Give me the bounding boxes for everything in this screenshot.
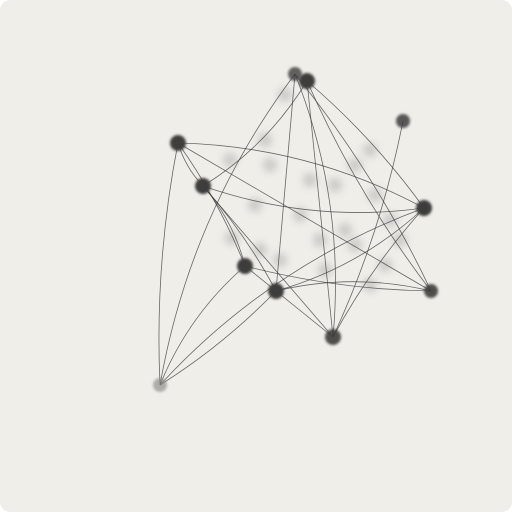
ghost-node: [313, 233, 327, 247]
ghost-node: [328, 178, 342, 192]
ghost-layer: [223, 88, 407, 292]
edge-n1-n8: [306, 80, 432, 292]
edge-n6-n9: [244, 265, 334, 338]
edge-n2-n4: [177, 142, 425, 209]
graph-node-n2: [170, 135, 186, 151]
graph-node-n3: [195, 178, 211, 194]
ghost-node: [383, 213, 397, 227]
ghost-node: [253, 243, 267, 257]
edge-n6-n10: [159, 265, 246, 386]
graph-node-n5: [396, 114, 410, 128]
edge-n1-n9: [306, 80, 334, 338]
edge-n4-n9: [332, 207, 425, 338]
ghost-node: [368, 188, 382, 202]
ghost-node: [318, 263, 332, 277]
ghost-node: [263, 158, 277, 172]
edge-n7-n8: [275, 281, 432, 292]
edge-n3-n9: [202, 185, 334, 338]
ghost-node: [303, 173, 317, 187]
ghost-node: [363, 143, 377, 157]
edge-n4-n7: [275, 207, 425, 292]
graph-node-n6: [237, 258, 253, 274]
edge-n3-n4: [202, 185, 425, 213]
graph-node-n11: [288, 67, 302, 81]
edge-n2-n6: [177, 142, 246, 267]
ghost-node: [293, 208, 307, 222]
graph-node-n9: [325, 329, 341, 345]
graph-node-n8: [424, 284, 438, 298]
edge-n4-n10: [159, 207, 425, 386]
edge-n9-n11: [294, 73, 336, 338]
graph-node-n4: [416, 200, 432, 216]
ghost-node: [338, 223, 352, 237]
edge-n5-n9: [332, 120, 404, 338]
edge-n1-n4: [306, 80, 425, 209]
edge-n10-n11: [159, 73, 296, 386]
edge-n7-n10: [159, 290, 277, 386]
ghost-node: [363, 278, 377, 292]
edge-n2-n8: [177, 142, 432, 292]
edge-n7-n11: [275, 73, 296, 292]
ghost-node: [273, 253, 287, 267]
ghost-node: [223, 153, 237, 167]
ghost-node: [278, 88, 292, 102]
graph-node-n7: [268, 283, 284, 299]
ghost-node: [378, 258, 392, 272]
edge-n8-n11: [294, 73, 432, 292]
graph-node-n10: [153, 378, 167, 392]
edge-n2-n10: [158, 142, 179, 386]
edge-n1-n3: [202, 80, 308, 187]
ghost-node: [225, 231, 239, 245]
graph-node-n1: [299, 73, 315, 89]
ghost-node: [348, 158, 362, 172]
ghost-node: [258, 133, 272, 147]
edge-layer: [158, 73, 432, 386]
node-layer: [153, 67, 438, 392]
edge-n6-n8: [244, 265, 432, 292]
